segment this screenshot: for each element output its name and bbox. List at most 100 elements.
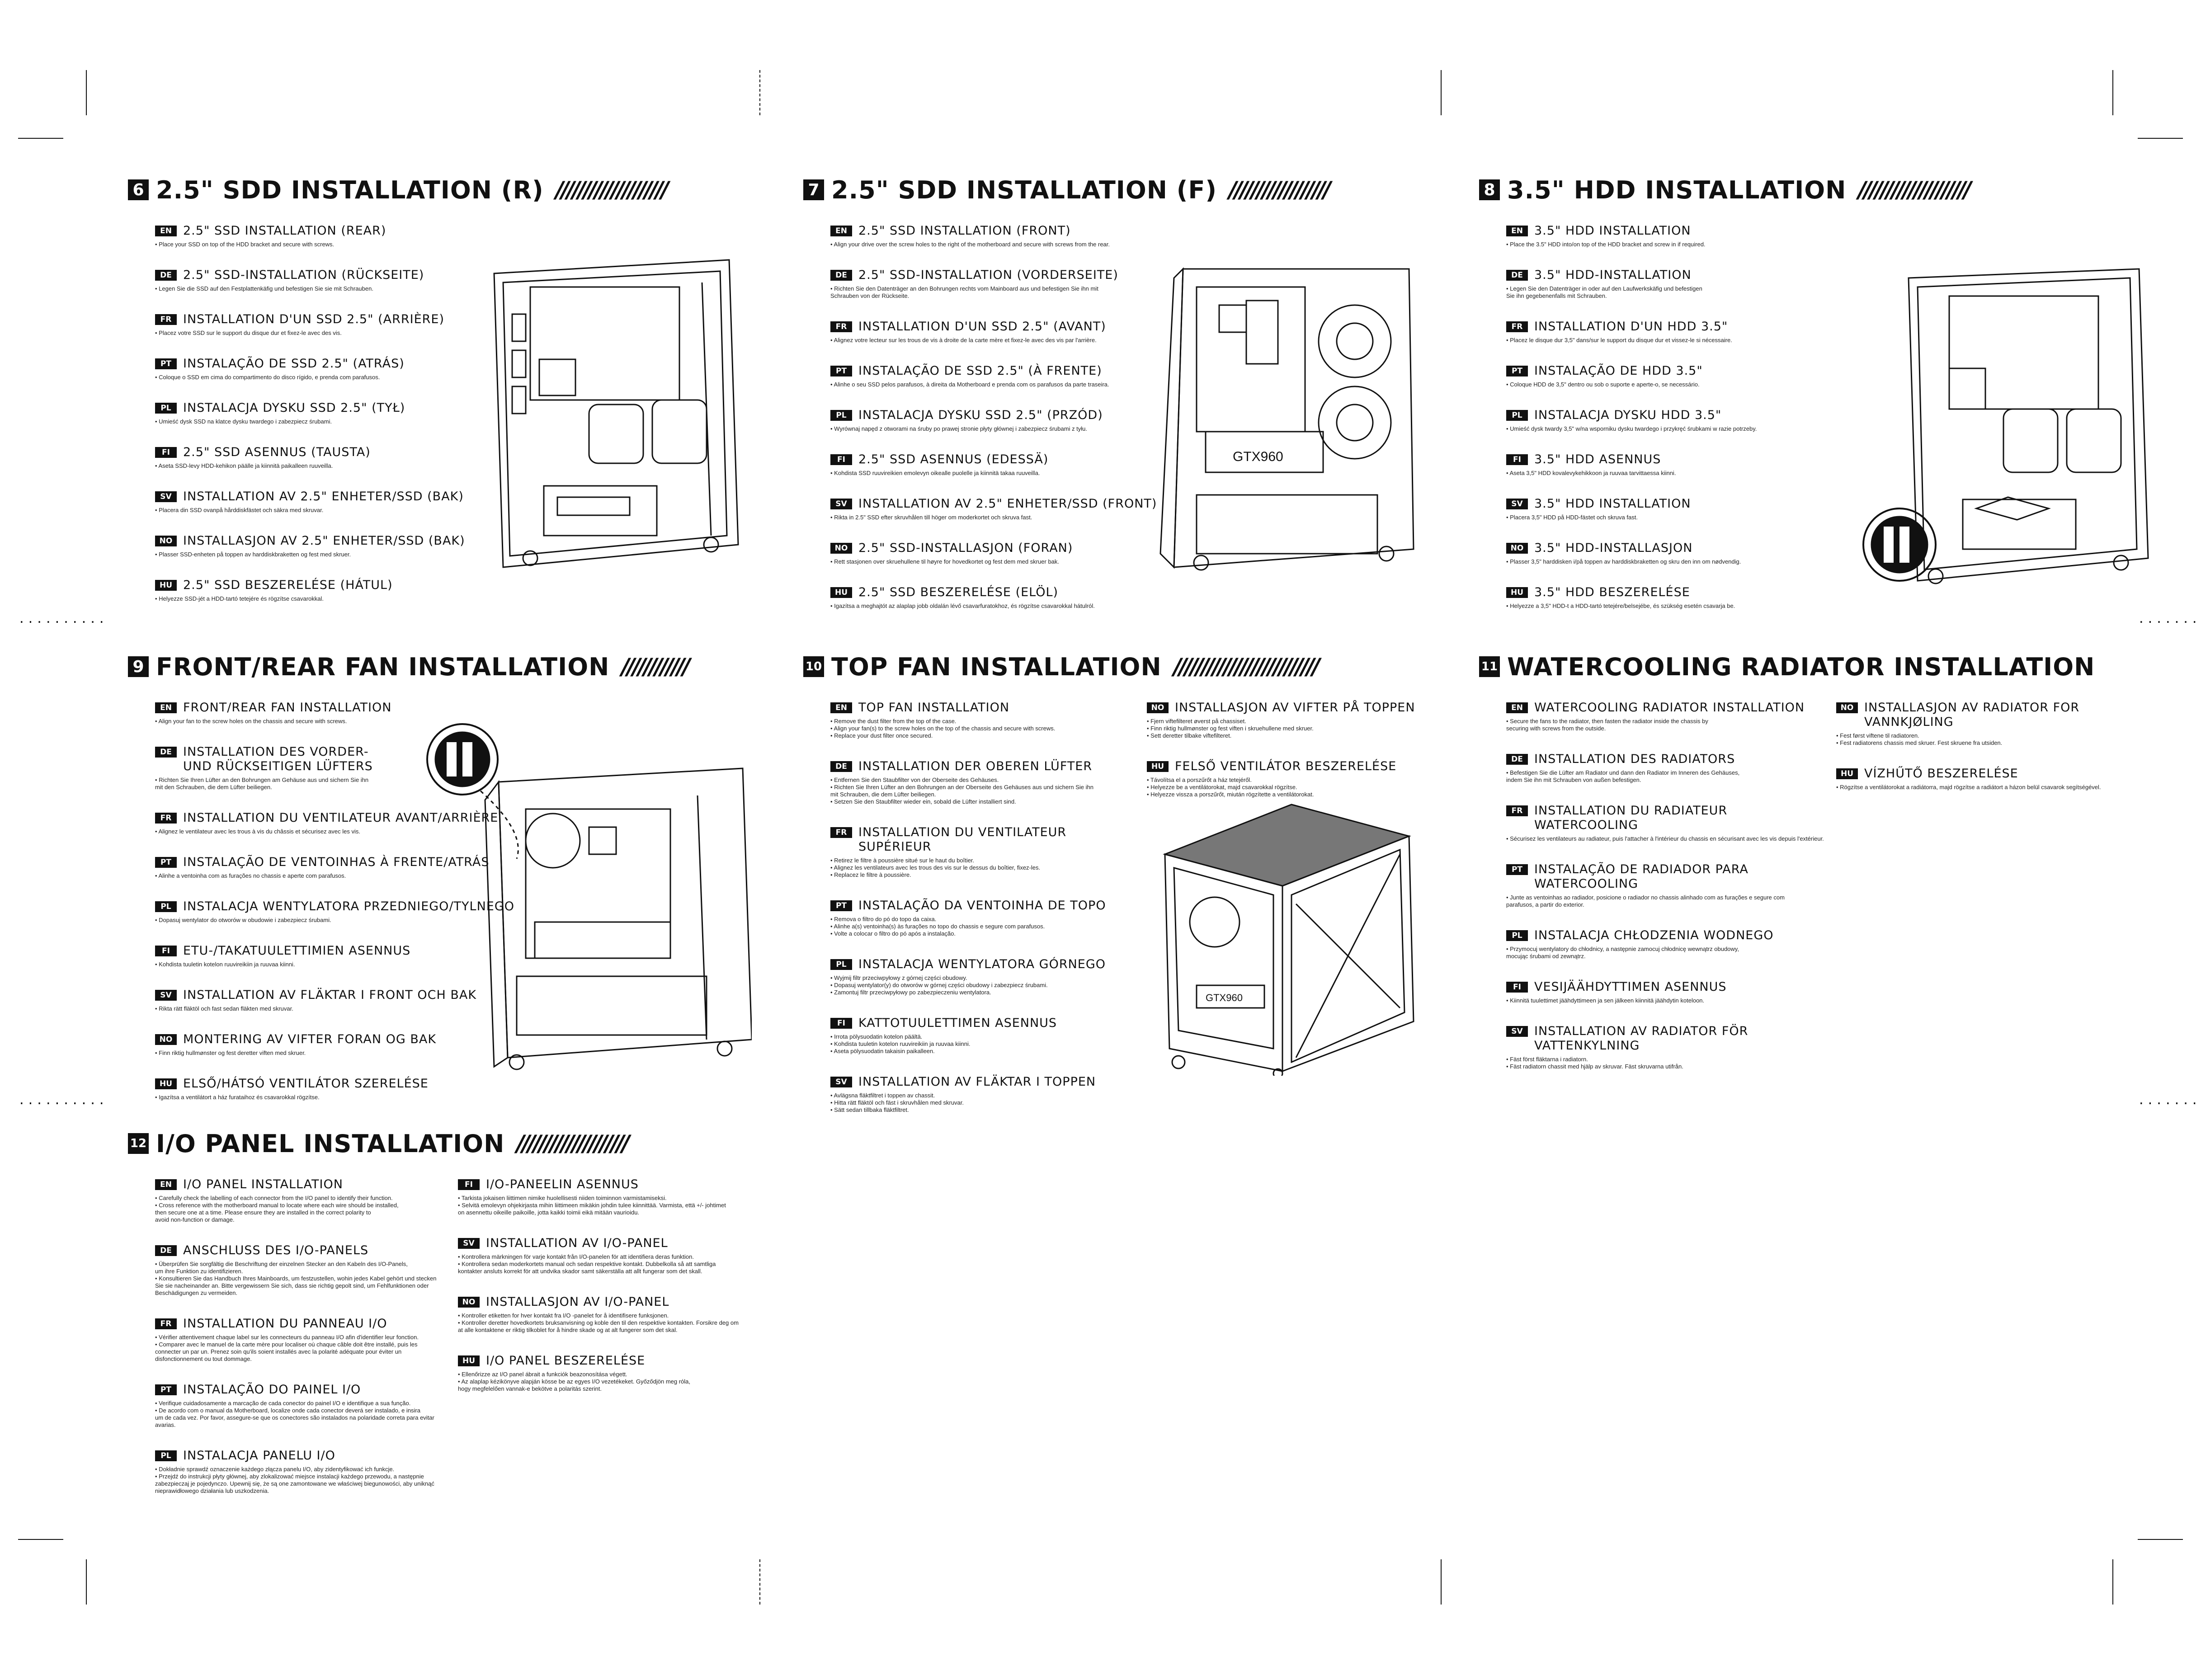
- lang-badge: FI: [830, 454, 852, 465]
- case-front-drawing: GTX960: [1159, 267, 1414, 571]
- section-heading: 7 2.5" SDD INSTALLATION (F) ////////////…: [803, 174, 1331, 206]
- lang-title: INSTALLATION AV RADIATOR FÖR VATTENKYLNI…: [1534, 1024, 1749, 1053]
- crop-mark: [759, 1559, 760, 1605]
- lang-title: 2.5" SSD BESZERELÉSE (HÁTUL): [183, 578, 393, 592]
- section-heading: 6 2.5" SDD INSTALLATION (R) ////////////…: [128, 174, 669, 206]
- lang-body: • Kohdista tuuletin kotelon ruuvireikiin…: [155, 961, 295, 968]
- lang-title: INSTALLATION AV 2.5" ENHETER/SSD (BAK): [183, 489, 464, 504]
- lang-body: • Placez le disque dur 3,5" dans/sur le …: [1506, 337, 1732, 344]
- lang-badge: EN: [830, 226, 852, 236]
- fold-dots: ..........: [18, 612, 107, 626]
- lang-title: 3.5" HDD INSTALLATION: [1534, 497, 1691, 511]
- lang-badge: FI: [155, 946, 177, 956]
- lang-title: I/O-PANEELIN ASENNUS: [486, 1177, 639, 1191]
- lang-title: ANSCHLUSS DES I/O-PANELS: [183, 1243, 369, 1257]
- lang-title: INSTALLATION DER OBEREN LÜFTER: [858, 759, 1093, 773]
- lang-badge: DE: [830, 270, 852, 281]
- lang-body: • Irrota pölysuodatin kotelon päältä. • …: [830, 1033, 971, 1054]
- crop-mark: [86, 1559, 87, 1605]
- section-number: 10: [803, 656, 824, 677]
- lang-badge: DE: [155, 270, 177, 281]
- case-rear-drawing: [493, 259, 739, 568]
- lang-body: • Vérifier attentivement chaque label su…: [155, 1334, 419, 1362]
- lang-badge: PL: [1506, 930, 1528, 941]
- heading-slashes: //////////////////////////: [1173, 654, 1320, 680]
- lang-badge: PT: [155, 1384, 177, 1395]
- lang-title: I/O PANEL INSTALLATION: [183, 1177, 343, 1191]
- lang-body: • Placera 3,5" HDD på HDD-fästet och skr…: [1506, 514, 1638, 521]
- lang-badge: FR: [155, 314, 177, 325]
- lang-badge: SV: [1506, 499, 1528, 509]
- crop-mark: [1441, 70, 1442, 115]
- section-heading: 9 FRONT/REAR FAN INSTALLATION //////////…: [128, 651, 690, 682]
- lang-title: 3.5" HDD-INSTALLASJON: [1534, 541, 1693, 555]
- lang-body: • Align your drive over the screw holes …: [830, 241, 1110, 248]
- crop-mark: [2138, 1539, 2183, 1540]
- lang-body: • Kohdista SSD ruuvireikien emolevyn oik…: [830, 470, 1040, 476]
- lang-badge: HU: [830, 587, 852, 598]
- lang-title: 2.5" SSD INSTALLATION (REAR): [183, 224, 386, 238]
- lang-badge: EN: [155, 702, 177, 713]
- crop-mark: [18, 138, 63, 139]
- lang-badge: PT: [155, 857, 177, 868]
- lang-title: INSTALLATION AV FLÄKTAR I TOPPEN: [858, 1075, 1096, 1089]
- lang-body: • Aseta 3,5" HDD kovalevykehikkoon ja ru…: [1506, 470, 1676, 476]
- lang-body: • Kiinnitä tuulettimet jäähdyttimeen ja …: [1506, 997, 1705, 1004]
- lang-body: • Wyjmij filtr przeciwpyłowy z górnej cz…: [830, 974, 1048, 996]
- lang-body: • Überprüfen Sie sorgfältig die Beschrif…: [155, 1261, 437, 1296]
- lang-title: INSTALLASJON AV I/O-PANEL: [486, 1295, 669, 1309]
- lang-badge: PT: [1506, 366, 1528, 376]
- lang-body: • Plasser SSD-enheten på toppen av hardd…: [155, 551, 351, 558]
- lang-badge: FR: [1506, 321, 1528, 332]
- lang-badge: DE: [1506, 270, 1528, 281]
- lang-title: INSTALAÇÃO DE RADIADOR PARA WATERCOOLING: [1534, 862, 1749, 891]
- lang-badge: PL: [1506, 410, 1528, 421]
- lang-title: 3.5" HDD INSTALLATION: [1534, 224, 1691, 238]
- lang-badge: PL: [155, 403, 177, 414]
- section-title: 2.5" SDD INSTALLATION (F): [831, 175, 1217, 204]
- lang-title: INSTALLATION AV 2.5" ENHETER/SSD (FRONT): [858, 497, 1157, 511]
- lang-title: INSTALLASJON AV RADIATOR FOR VANNKJØLING: [1864, 701, 2080, 729]
- lang-badge: FR: [830, 321, 852, 332]
- crop-mark: [2138, 138, 2183, 139]
- lang-badge: NO: [1147, 702, 1169, 713]
- lang-body: • Coloque HDD de 3,5" dentro ou sob o su…: [1506, 381, 1700, 388]
- section-number: 12: [128, 1133, 149, 1154]
- section-heading: 11 WATERCOOLING RADIATOR INSTALLATION: [1479, 651, 2095, 682]
- lang-badge: FR: [155, 813, 177, 824]
- lang-body: • Kontroller etiketten for hver kontakt …: [458, 1312, 739, 1333]
- lang-title: INSTALACJA DYSKU HDD 3.5": [1534, 408, 1722, 422]
- lang-badge: SV: [458, 1238, 480, 1249]
- lang-badge: NO: [155, 536, 177, 546]
- lang-badge: EN: [155, 1179, 177, 1190]
- lang-body: • Przymocuj wentylatory do chłodnicy, a …: [1506, 946, 1739, 960]
- section-title: WATERCOOLING RADIATOR INSTALLATION: [1507, 652, 2095, 681]
- lang-title: 2.5" SSD ASENNUS (EDESSÄ): [858, 452, 1049, 466]
- lang-title: INSTALAÇÃO DE SSD 2.5" (ATRÁS): [183, 357, 405, 371]
- lang-body: • Távolítsa el a porszűrőt a ház tetejér…: [1147, 776, 1314, 798]
- lang-title: ETU-/TAKATUULETTIMIEN ASENNUS: [183, 944, 411, 958]
